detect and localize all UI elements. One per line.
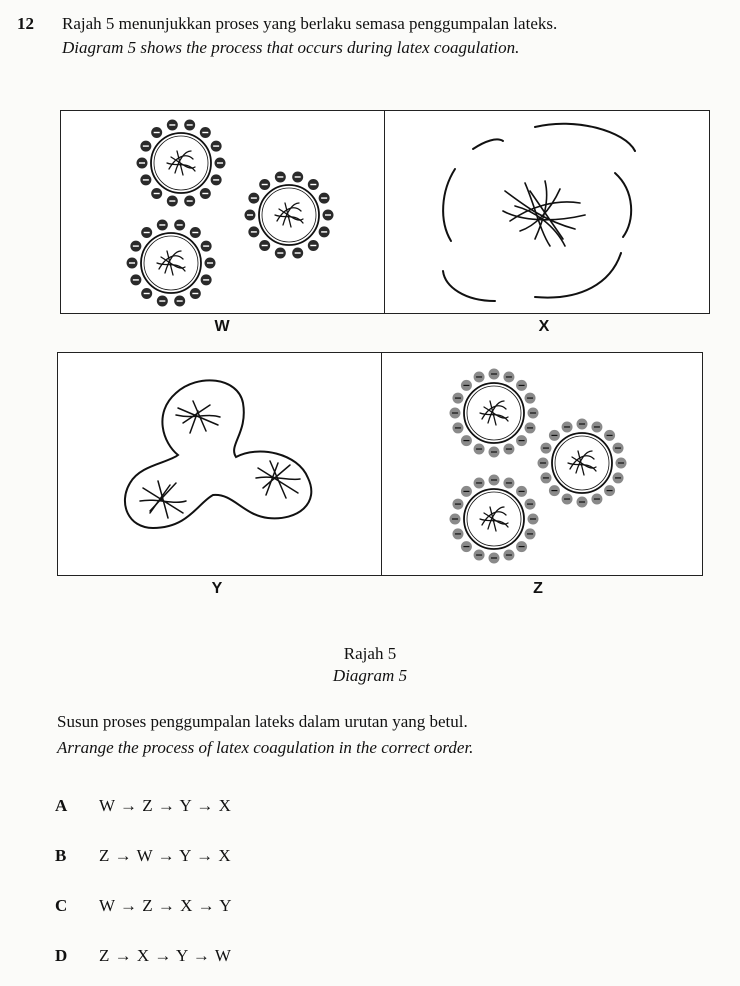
option-letter: C [55, 896, 68, 915]
option-sequence: Z → X → Y → W [99, 946, 232, 965]
option-d[interactable]: D Z → X → Y → W [55, 946, 231, 966]
latex-particle-1 [136, 119, 226, 207]
neutralised-particle-2 [537, 418, 627, 508]
option-b[interactable]: B Z → W → Y → X [55, 846, 231, 866]
neutralised-particle-3 [449, 474, 539, 564]
panel-z [381, 352, 703, 576]
instruction-malay: Susun proses penggumpalan lateks dalam u… [57, 712, 468, 731]
diagram-caption-english: Diagram 5 [332, 666, 408, 685]
question-stem-malay: Rajah 5 menunjukkan proses yang berlaku … [62, 14, 558, 33]
option-sequence: W → Z → X → Y [99, 896, 233, 915]
panel-label-x: X [538, 318, 550, 335]
panel-y [57, 352, 383, 576]
question-number: 12 [17, 14, 34, 33]
panel-y-illustration [124, 379, 313, 530]
latex-particle-2 [244, 171, 334, 259]
panel-x [384, 110, 710, 314]
question-stem-english: Diagram 5 shows the process that occurs … [62, 38, 520, 57]
option-c[interactable]: C W → Z → X → Y [55, 896, 232, 916]
panel-label-z: Z [533, 580, 543, 597]
neutralised-particle-1 [449, 368, 539, 458]
option-letter: B [55, 846, 67, 865]
option-letter: D [55, 946, 68, 965]
option-sequence: Z → W → Y → X [99, 846, 232, 865]
latex-particle-3 [126, 219, 216, 307]
option-sequence: W → Z → Y → X [99, 796, 232, 815]
diagram-caption-malay: Rajah 5 [343, 644, 397, 663]
panel-w [60, 110, 386, 314]
panel-z-illustration [449, 368, 627, 564]
panel-w-illustration [126, 119, 334, 307]
option-a[interactable]: A W → Z → Y → X [55, 796, 231, 816]
instruction-english: Arrange the process of latex coagulation… [57, 738, 474, 757]
panel-label-w: W [214, 318, 230, 335]
option-letter: A [55, 796, 68, 815]
panel-label-y: Y [211, 580, 223, 597]
panel-x-illustration [442, 122, 636, 302]
